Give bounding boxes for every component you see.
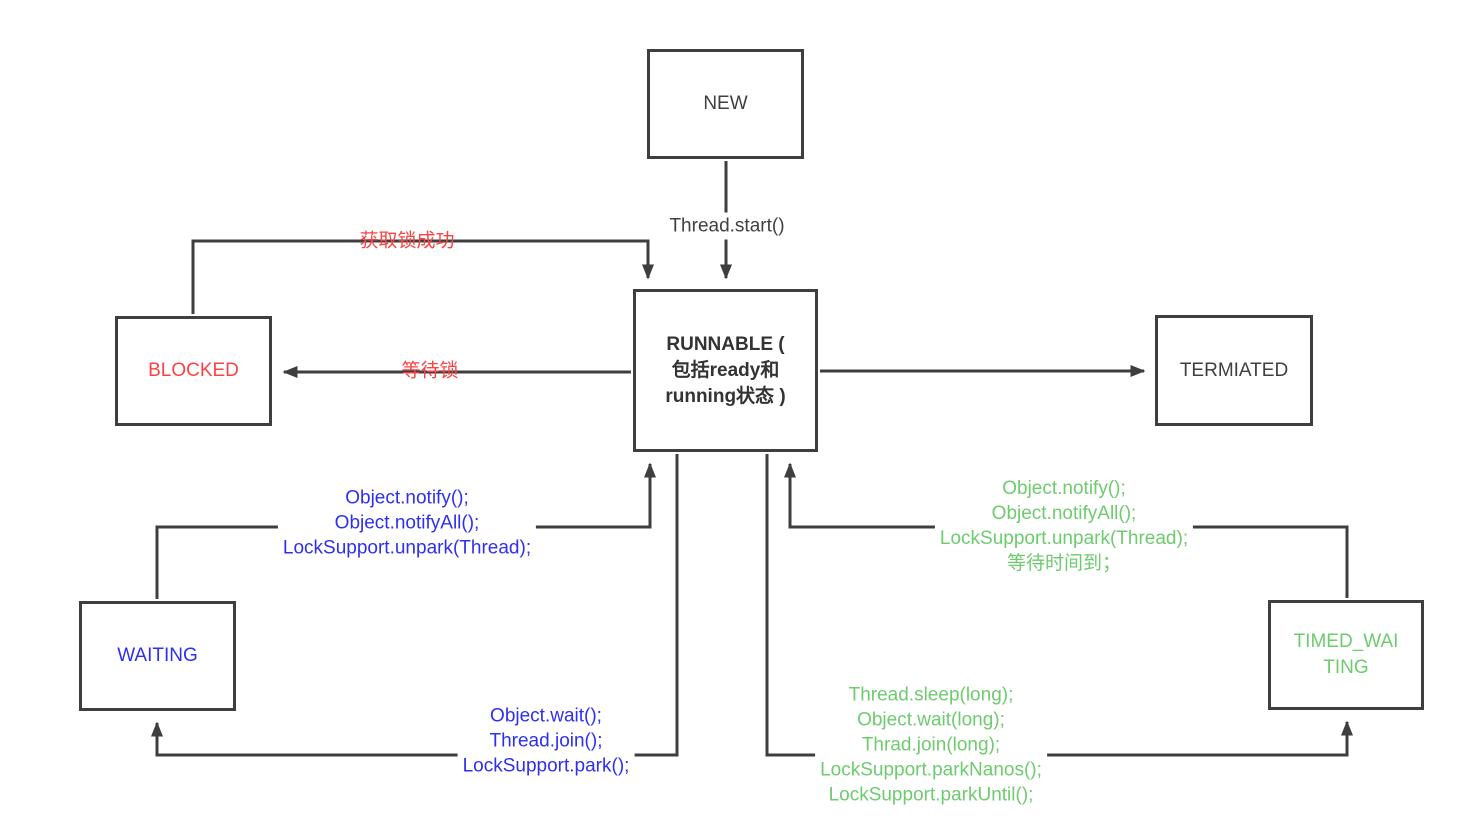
- arrow-runnable-to-waiting: [151, 454, 679, 757]
- transition-label-acquire-lock-success: 获取锁成功: [359, 230, 455, 252]
- transition-label-runnable-to-waiting: Object.wait(); Thread.join(); LockSuppor…: [457, 702, 635, 780]
- state-box-runnable: RUNNABLE ( 包括ready和 running状态 ): [633, 289, 818, 452]
- state-box-blocked: BLOCKED: [115, 316, 272, 426]
- transition-label-waiting-to-runnable: Object.notify(); Object.notifyAll(); Loc…: [277, 484, 537, 562]
- transition-label-runnable-to-timed-waiting: Thread.sleep(long); Object.wait(long); T…: [815, 681, 1047, 809]
- transition-label-timed-waiting-to-runnable: Object.notify(); Object.notifyAll(); Loc…: [934, 475, 1194, 577]
- state-box-waiting: WAITING: [79, 601, 236, 711]
- state-box-timed-waiting: TIMED_WAI TING: [1268, 600, 1424, 710]
- arrow-blocked-to-runnable: [191, 239, 654, 314]
- arrow-runnable-to-timed-waiting: [765, 454, 1353, 757]
- transition-label-wait-for-lock: 等待锁: [401, 360, 459, 382]
- state-box-termiated: TERMIATED: [1155, 315, 1313, 426]
- state-box-new: NEW: [647, 49, 804, 159]
- transition-label-thread-start: Thread.start(): [664, 212, 790, 240]
